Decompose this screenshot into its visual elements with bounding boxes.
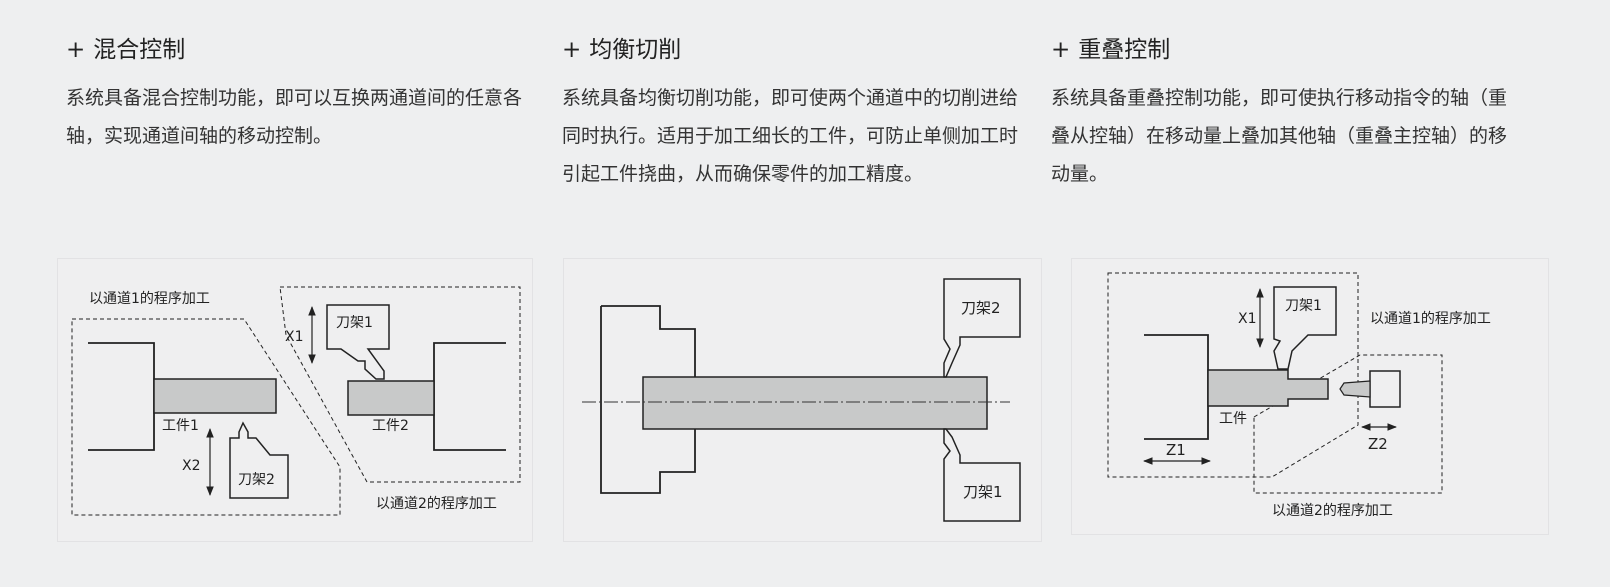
feature-title-text: 混合控制 [93,37,186,63]
feature-title: + 重叠控制 [1051,30,1170,64]
toolpost1 [326,304,390,380]
feature-title: + 均衡切削 [562,30,681,64]
axis-z2-label: Z2 [1368,435,1388,453]
toolpost1-label: 刀架1 [1285,298,1322,314]
workpiece1-label: 工件1 [162,418,199,434]
feature-title: + 混合控制 [66,30,185,64]
workpiece [1207,369,1329,407]
diagram-overlap-control: 以通道1的程序加工 以通道2的程序加工 工件 刀架1 X1 Z1 Z2 [1071,258,1549,535]
feature-description: 系统具备重叠控制功能，即可使执行移动指令的轴（重叠从控轴）在移动量上叠加其他轴（… [1051,87,1508,185]
feature-description: 系统具备混合控制功能，即可以互换两通道间的任意各轴，实现通道间轴的移动控制。 [66,87,523,147]
left-chuck [88,342,155,451]
channel1-label: 以通道1的程序加工 [89,291,210,307]
plus-icon: + [1051,37,1071,63]
right-chuck [433,342,506,451]
toolpost1 [1273,286,1337,370]
axis-x2-label: X2 [182,458,201,474]
axis-x1-label: X1 [285,329,304,345]
small-tool-tip [1339,380,1371,398]
channel1-boundary [71,318,341,516]
workpiece-long [642,376,988,430]
diagram-balanced-cutting-svg: 刀架2 刀架1 [582,278,1021,522]
diagram-mixed-control: 以通道1的程序加工 以通道2的程序加工 工件1 刀架2 X2 工件2 刀架1 X… [57,258,533,542]
plus-icon: + [562,37,582,63]
axis-z1-label: Z1 [1166,441,1186,459]
diagram-balanced-cutting: 刀架2 刀架1 [563,258,1042,542]
toolpost2-label: 刀架2 [961,299,1001,317]
channel2-boundary [279,286,521,483]
workpiece-label: 工件 [1219,411,1247,427]
toolpost2-label: 刀架2 [238,472,275,488]
toolpost1-label: 刀架1 [963,483,1003,501]
feature-description: 系统具备均衡切削功能，即可使两个通道中的切削进给同时执行。适用于加工细长的工件，… [562,87,1019,185]
toolpost1-label: 刀架1 [336,315,373,331]
toolpost2 [943,278,1021,378]
toolpost1 [943,428,1021,522]
toolpost2 [229,421,289,499]
feature-title-text: 重叠控制 [1078,37,1171,63]
diagram-overlap-control-svg: 以通道1的程序加工 以通道2的程序加工 工件 刀架1 X1 Z1 Z2 [1107,272,1491,519]
channel2-label: 以通道2的程序加工 [1272,503,1393,519]
channel2-label: 以通道2的程序加工 [376,496,497,512]
workpiece2 [347,380,435,416]
workpiece2-label: 工件2 [372,418,409,434]
diagram-mixed-control-svg: 以通道1的程序加工 以通道2的程序加工 工件1 刀架2 X2 工件2 刀架1 X… [71,286,521,516]
feature-title-text: 均衡切削 [589,37,682,63]
chuck-lower [600,306,696,494]
workpiece1 [153,378,277,414]
channel1-label: 以通道1的程序加工 [1370,311,1491,327]
plus-icon: + [66,37,86,63]
chuck [601,305,696,377]
axis-x1-label: X1 [1238,311,1257,327]
channel1-boundary [1107,272,1359,478]
chuck [1144,334,1209,440]
channel2-boundary [1253,354,1443,494]
small-tool-body [1369,370,1401,408]
